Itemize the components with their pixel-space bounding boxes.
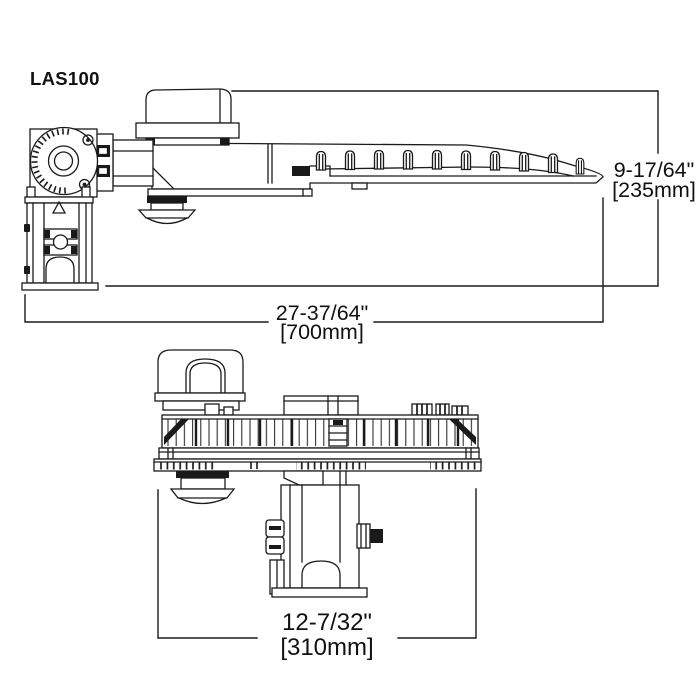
bolt-thread xyxy=(370,529,383,543)
top-fittings xyxy=(204,395,469,416)
dimension-height-lines xyxy=(105,90,659,287)
bolt-head xyxy=(356,523,371,549)
dim-width-inches: 12-7/32" xyxy=(282,609,372,636)
pole-mount-bracket-end xyxy=(265,470,383,598)
photocell-side xyxy=(135,88,240,146)
dimension-width: 12-7/32" [310mm] xyxy=(280,609,373,661)
tilt-adjustment-dial xyxy=(29,126,99,198)
end-view: 12-7/32" [310mm] xyxy=(153,349,482,661)
dim-height-inches: 9-17/64" xyxy=(614,158,695,182)
mounting-arm xyxy=(94,133,154,192)
pole-mount-bracket-side xyxy=(21,186,99,291)
model-label: LAS100 xyxy=(30,68,100,89)
side-view: 9-17/64" [235mm] 27-37/64" [700mm] xyxy=(21,88,696,344)
dim-length-metric: [700mm] xyxy=(280,320,364,344)
dial-tick-marks xyxy=(31,128,70,194)
dim-length-inches: 27-37/64" xyxy=(276,301,369,325)
slipfitter-knob-end xyxy=(169,471,236,505)
dimension-length: 27-37/64" [700mm] xyxy=(276,301,369,344)
dim-height-metric: [235mm] xyxy=(612,178,696,202)
dimension-height: 9-17/64" [235mm] xyxy=(612,158,696,202)
lower-plates xyxy=(153,447,482,472)
alignment-triangle-marker xyxy=(51,200,67,214)
dim-width-metric: [310mm] xyxy=(280,634,373,661)
dimension-width-lines xyxy=(157,488,477,639)
heatsink-fin-band xyxy=(161,414,479,449)
left-gusset xyxy=(164,419,189,445)
dimension-length-lines xyxy=(24,197,604,323)
photocell-end xyxy=(154,349,246,411)
right-gusset xyxy=(449,419,476,445)
slipfitter-knob-side xyxy=(137,196,197,225)
